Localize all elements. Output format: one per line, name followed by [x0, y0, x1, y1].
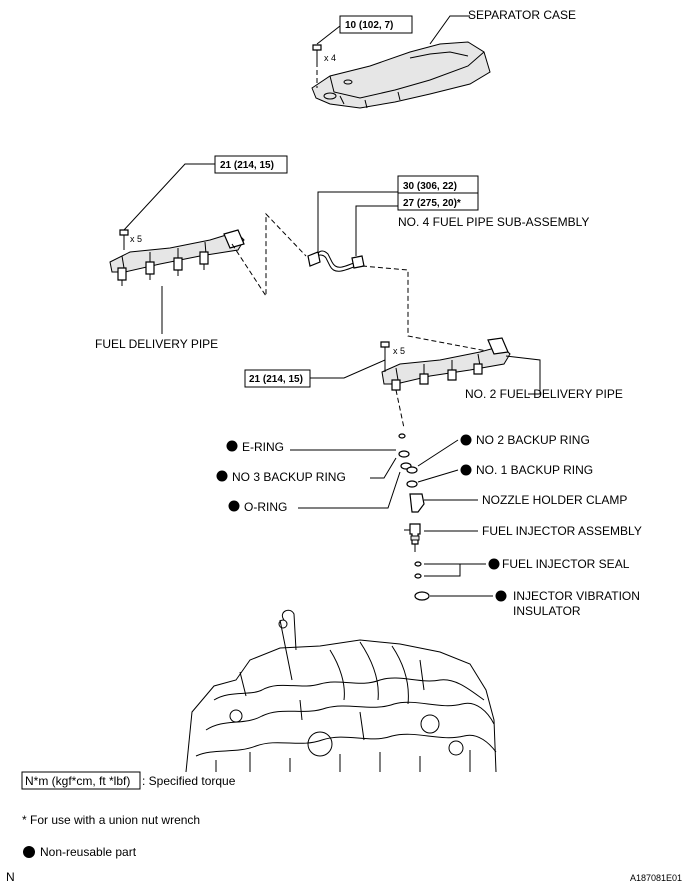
o-ring-label: O-RING [244, 500, 287, 514]
no2-fuel-delivery-pipe-label: NO. 2 FUEL DELIVERY PIPE [465, 387, 623, 401]
separator-torque-value: 10 (102, 7) [345, 20, 393, 31]
no2-pipe-torque-value: 21 (214, 15) [249, 374, 303, 385]
delivery-pipe-bolt-qty: x 5 [130, 234, 142, 244]
no4-pipe-torque-a: 30 (306, 22) [403, 181, 457, 192]
nozzle-holder-clamp-label: NOZZLE HOLDER CLAMP [482, 493, 627, 507]
nozzle-holder-clamp-part [409, 493, 425, 513]
fuel-injector-seal-label: FUEL INJECTOR SEAL [502, 557, 630, 571]
no2-fuel-delivery-pipe-part [381, 337, 511, 391]
non-reusable-dot-no1-backup-ring [460, 464, 472, 476]
no2-pipe-torque-box [244, 369, 311, 388]
fuel-delivery-pipe-label: FUEL DELIVERY PIPE [95, 337, 218, 351]
delivery-pipe-torque-box [214, 155, 288, 174]
no2-backup-ring-label: NO 2 BACKUP RING [476, 433, 590, 447]
legend-torque-unit: N*m (kgf*cm, ft *lbf) [25, 774, 130, 788]
non-reusable-dot-injector-vibration-insulator [495, 590, 507, 602]
no2-pipe-bolt-qty: x 5 [393, 346, 405, 356]
separator-case-bolt-icon [312, 44, 322, 62]
separator-case-part [311, 41, 491, 109]
non-reusable-dot-no3-backup-ring [216, 470, 228, 482]
injector-vibration-insulator-label-1: INJECTOR VIBRATION [513, 589, 640, 603]
e-ring-part [398, 433, 406, 439]
footer-left-mark: N [6, 870, 15, 884]
e-ring-label: E-RING [242, 440, 284, 454]
no4-fuel-pipe-label: NO. 4 FUEL PIPE SUB-ASSEMBLY [398, 215, 589, 229]
fuel-injector-assembly-part [404, 523, 421, 552]
separator-torque-box [339, 15, 413, 34]
non-reusable-dot-o-ring [228, 500, 240, 512]
fuel-delivery-pipe-part [109, 229, 245, 286]
legend-torque-box [21, 771, 141, 790]
legend-non-reusable: Non-reusable part [40, 845, 137, 859]
no3-backup-ring-label: NO 3 BACKUP RING [232, 470, 346, 484]
non-reusable-dot-fuel-injector-seal [488, 558, 500, 570]
no1-backup-ring-label: NO. 1 BACKUP RING [476, 463, 593, 477]
no2-backup-ring-part [406, 466, 418, 474]
injector-vibration-insulator-label-2: INSULATOR [513, 604, 581, 618]
legend-torque-desc: : Specified torque [142, 774, 236, 788]
legend-non-reusable-dot [23, 846, 35, 858]
figure-id: A187081E01 [630, 873, 682, 883]
fuel-injector-seal-part-2 [414, 573, 422, 579]
fuel-injector-assembly-label: FUEL INJECTOR ASSEMBLY [482, 524, 642, 538]
non-reusable-dot-no2-backup-ring [460, 434, 472, 446]
separator-bolt-qty: x 4 [324, 53, 336, 63]
no1-backup-ring-part [406, 480, 418, 488]
separator-case-label: SEPARATOR CASE [468, 8, 576, 22]
injector-vibration-insulator-part [414, 591, 430, 601]
delivery-pipe-torque-value: 21 (214, 15) [220, 160, 274, 171]
engine-illustration [185, 609, 497, 773]
fuel-injector-seal-part [414, 561, 422, 567]
no3-backup-ring-part [398, 450, 410, 458]
no4-pipe-torque-b: 27 (275, 20)* [403, 198, 461, 209]
legend-union-nut-note: * For use with a union nut wrench [22, 813, 200, 827]
non-reusable-dot-e-ring [226, 440, 238, 452]
